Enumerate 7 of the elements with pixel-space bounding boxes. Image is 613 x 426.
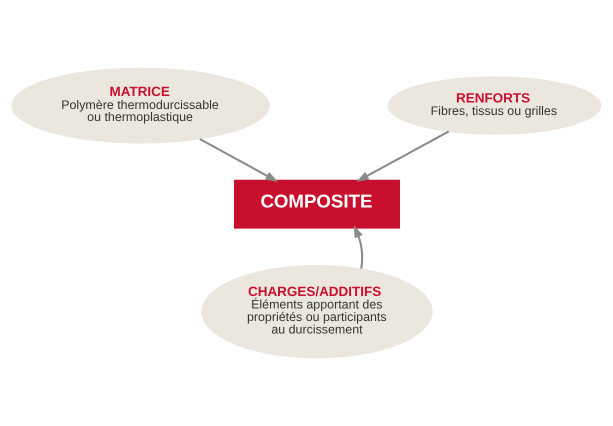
node-ellipse: CHARGES/ADDITIFS Éléments apportant des propriétés ou participants au durcissement xyxy=(201,264,433,358)
arrow xyxy=(354,225,364,269)
node-ellipse: MATRICE Polymère thermodurcissable ou thermoplastique xyxy=(11,68,270,144)
arrow xyxy=(199,138,278,182)
arrow xyxy=(356,130,450,182)
node-box: COMPOSITE xyxy=(234,180,400,229)
node-ellipse: RENFORTS Fibres, tissus ou grilles xyxy=(387,76,602,135)
